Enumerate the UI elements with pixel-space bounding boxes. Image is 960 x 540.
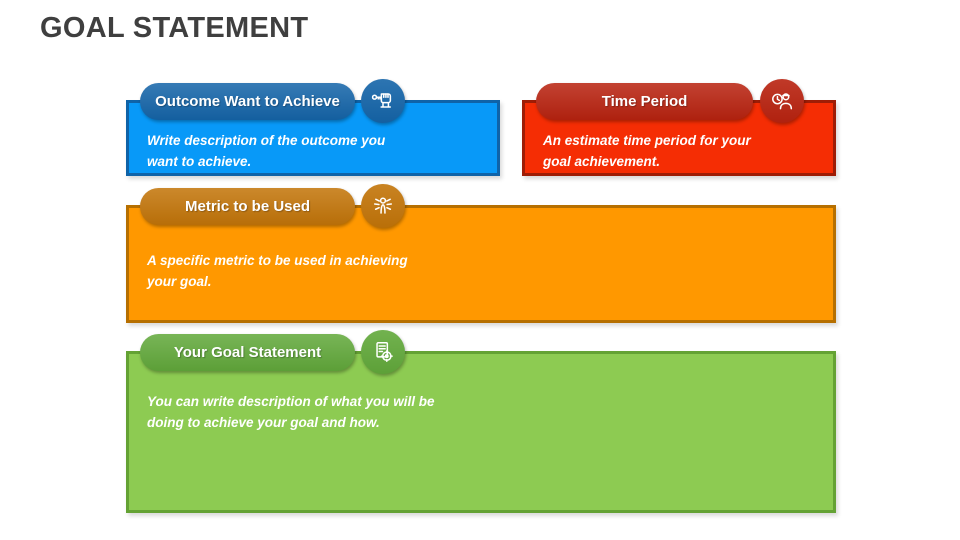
time-period-description: An estimate time period for your goal ac… bbox=[543, 133, 751, 169]
person-clock-icon bbox=[772, 93, 793, 110]
goal-statement-header-label: Your Goal Statement bbox=[173, 344, 322, 361]
metric-badge bbox=[361, 184, 405, 228]
goal-statement-badge bbox=[361, 330, 405, 374]
person-rays-icon bbox=[374, 197, 392, 214]
goal-statement-header: Your Goal Statement bbox=[140, 334, 355, 371]
metric-description: A specific metric to be used in achievin… bbox=[147, 253, 408, 289]
fist-key-icon bbox=[371, 93, 392, 108]
metric-header: Metric to be Used bbox=[140, 188, 355, 225]
panel-goal-statement bbox=[126, 351, 836, 513]
outcome-badge bbox=[361, 79, 405, 123]
outcome-description: Write description of the outcome you wan… bbox=[147, 133, 386, 169]
outcome-header-label: Outcome Want to Achieve bbox=[155, 93, 340, 110]
time-period-header: Time Period bbox=[536, 83, 753, 120]
time-period-header-label: Time Period bbox=[601, 93, 688, 110]
outcome-header: Outcome Want to Achieve bbox=[140, 83, 355, 120]
metric-header-label: Metric to be Used bbox=[184, 198, 311, 215]
goal-statement-description: You can write description of what you wi… bbox=[147, 394, 435, 430]
document-target-icon bbox=[376, 342, 393, 362]
page-title: GOAL STATEMENT bbox=[40, 12, 309, 44]
time-period-badge bbox=[760, 79, 804, 123]
